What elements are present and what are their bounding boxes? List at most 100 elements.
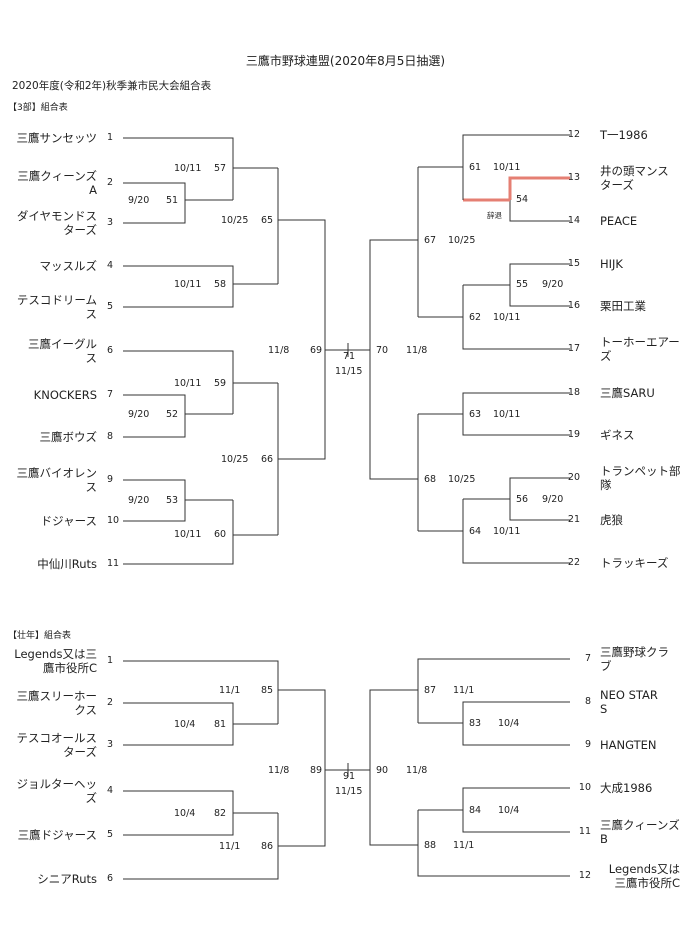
team-seed: 20 <box>567 472 580 483</box>
match-number: 66 <box>261 454 274 465</box>
match-number: 59 <box>214 378 227 389</box>
match-number: 54 <box>516 194 529 205</box>
match-date: 10/11 <box>493 162 521 173</box>
team-name: マッスルズ <box>39 259 98 273</box>
team-name: Legends又は三 鷹市役所C <box>14 647 97 675</box>
bracket-line-58 <box>123 265 234 308</box>
team-name: ドジャース <box>40 514 97 528</box>
match-date: 10/11 <box>174 163 202 174</box>
bracket-line-64 <box>462 499 570 564</box>
team-seed: 4 <box>107 260 114 271</box>
match-date: 9/20 <box>542 279 564 290</box>
page-title: 三鷹市野球連盟(2020年8月5日抽選) <box>245 54 446 68</box>
bracket-line-66-out <box>278 350 326 460</box>
bracket-line-88 <box>417 810 570 877</box>
match-number: 64 <box>469 526 482 537</box>
team-seed: 9 <box>107 474 114 485</box>
bracket-line-87-out <box>369 689 418 770</box>
match-number: 53 <box>166 495 179 506</box>
match-date: 10/11 <box>493 526 521 537</box>
team-name: PEACE <box>600 214 638 228</box>
team-seed: 16 <box>567 300 580 311</box>
team-seed: 19 <box>567 429 580 440</box>
match-date: 10/4 <box>498 805 520 816</box>
team-seed: 22 <box>567 557 580 568</box>
match-number: 60 <box>214 529 227 540</box>
team-name: HANGTEN <box>600 738 657 752</box>
team-seed: 7 <box>584 653 591 664</box>
bracket-line-51 <box>123 182 186 224</box>
team-seed: 8 <box>107 431 114 442</box>
team-seed: 12 <box>578 870 591 881</box>
team-name: 三鷹ボウズ <box>39 430 98 444</box>
team-name: T一1986 <box>600 128 648 142</box>
team-seed: 11 <box>578 826 591 837</box>
team-name: ジョルターヘッ ズ <box>16 777 98 805</box>
team-name: 虎狼 <box>600 513 623 527</box>
match-date: 10/4 <box>174 719 196 730</box>
team-name: シニアRuts <box>37 872 97 886</box>
match-date: 11/15 <box>335 366 363 377</box>
team-seed: 4 <box>107 785 114 796</box>
match-date: 10/11 <box>174 279 202 290</box>
team-seed: 14 <box>567 215 580 226</box>
match-date: 11/1 <box>453 840 475 851</box>
match-number: 62 <box>469 312 482 323</box>
team-name: ギネス <box>600 428 635 442</box>
match-number: 82 <box>214 808 227 819</box>
match-number: 89 <box>310 765 323 776</box>
match-date: 10/25 <box>221 454 249 465</box>
team-name: 三鷹バイオレン ス <box>16 466 98 494</box>
team-name: ダイヤモンドス ターズ <box>16 209 97 237</box>
match-number: 90 <box>376 765 389 776</box>
bracket-line-68-out <box>369 350 418 480</box>
team-name: KNOCKERS <box>33 388 97 402</box>
match-date: 11/8 <box>406 765 428 776</box>
team-name: HIJK <box>600 257 623 271</box>
match-number: 81 <box>214 719 227 730</box>
match-date: 10/11 <box>493 312 521 323</box>
match-date: 10/25 <box>448 474 476 485</box>
match-date: 9/20 <box>128 495 150 506</box>
match-date: 辞退 <box>487 211 502 220</box>
match-date: 9/20 <box>542 494 564 505</box>
bracket-line-59 <box>123 350 234 414</box>
match-date: 10/11 <box>493 409 521 420</box>
match-date: 11/1 <box>453 685 475 696</box>
match-number: 68 <box>424 474 437 485</box>
match-date: 10/4 <box>498 718 520 729</box>
bracket-line-87 <box>417 658 570 723</box>
match-number: 67 <box>424 235 437 246</box>
team-seed: 12 <box>567 129 580 140</box>
team-name: 三鷹イーグル ス <box>28 337 97 365</box>
team-seed: 5 <box>107 829 114 840</box>
team-seed: 17 <box>567 343 580 354</box>
bracket-line-65-out <box>278 219 326 350</box>
bracket-line-61 <box>462 134 570 200</box>
team-seed: 2 <box>107 177 114 188</box>
bracket-line-85 <box>123 660 279 724</box>
team-seed: 21 <box>567 514 580 525</box>
team-name: トランペット部 隊 <box>600 464 681 492</box>
bracket-line-52 <box>123 394 186 438</box>
team-seed: 6 <box>107 873 114 884</box>
team-name: トラッキーズ <box>600 556 669 570</box>
bracket-line-85-out <box>278 689 326 770</box>
bracket-line-86 <box>123 813 279 880</box>
match-date: 10/11 <box>174 529 202 540</box>
match-number: 87 <box>424 685 437 696</box>
match-date: 11/15 <box>335 786 363 797</box>
match-number: 65 <box>261 215 274 226</box>
match-date: 10/11 <box>174 378 202 389</box>
match-date: 9/20 <box>128 409 150 420</box>
match-number: 88 <box>424 840 437 851</box>
page-subtitle: 2020年度(令和2年)秋季兼市民大会組合表 <box>12 80 212 92</box>
seniors-label: 【壮年】組合表 <box>8 631 72 641</box>
team-name: NEO STAR S <box>600 688 658 716</box>
match-number: 55 <box>516 279 529 290</box>
team-name: トーホーエアー ズ <box>600 335 680 363</box>
team-name: 三鷹スリーホー クス <box>16 689 98 717</box>
team-seed: 10 <box>107 515 120 526</box>
match-number: 85 <box>261 685 274 696</box>
